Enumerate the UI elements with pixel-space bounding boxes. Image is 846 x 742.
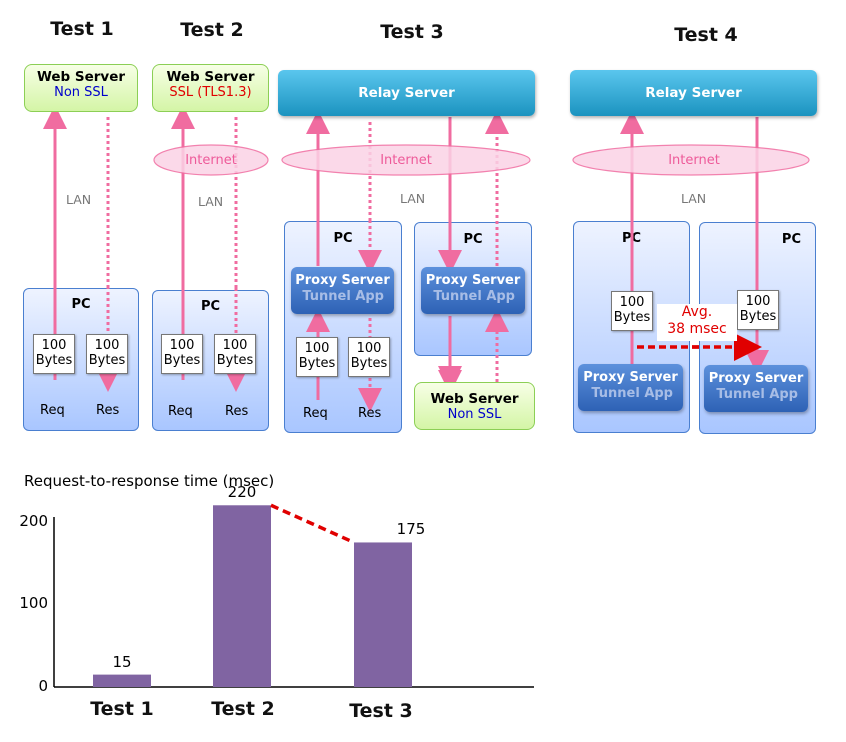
test3-title: Test 3: [380, 21, 444, 43]
t3-res-label: Res: [358, 406, 382, 421]
t2-ssl-label: SSL (TLS1.3): [169, 85, 252, 100]
t3-web-server: Web Server Non SSL: [414, 382, 535, 430]
t1-lan-label: LAN: [66, 192, 92, 207]
t4-internet-label: Internet: [668, 153, 720, 168]
bar-test-3: [354, 542, 412, 687]
t1-pc-label: PC: [71, 297, 91, 312]
t3-non-ssl-label: Non SSL: [447, 407, 502, 422]
y-tick-0: 0: [38, 677, 48, 695]
trend-line: [270, 503, 355, 545]
test2-title: Test 2: [180, 19, 244, 41]
t1-web-server: Web Server Non SSL: [24, 64, 138, 112]
t4-pc2-label: PC: [781, 232, 801, 247]
test1-title: Test 1: [50, 18, 114, 40]
t2-internet-cloud: [153, 144, 269, 176]
t2-res-label: Res: [225, 404, 249, 419]
t4-lan-label: LAN: [681, 191, 707, 206]
t2-req-label: Req: [168, 404, 193, 419]
t3-lan-label: LAN: [400, 191, 426, 206]
response-time-chart: [53, 503, 534, 688]
value-label-test-2: 220: [227, 483, 257, 502]
t3-pc1-label: PC: [333, 231, 353, 246]
chart-title: Request-to-response time (msec): [24, 472, 275, 490]
t2-internet-label: Internet: [185, 153, 237, 168]
category-label-test-1: Test 1: [90, 698, 154, 720]
t4-relay-server: Relay Server: [570, 70, 817, 116]
y-tick-100: 100: [19, 594, 48, 613]
category-label-test-2: Test 2: [211, 698, 275, 720]
value-label-test-1: 15: [112, 652, 132, 671]
t3-req-label: Req: [303, 406, 328, 421]
t3-internet-cloud: [281, 144, 531, 176]
bar-test-1: [93, 674, 151, 687]
t2-web-server: Web Server SSL (TLS1.3): [152, 64, 269, 112]
t4-average-latency: Avg.38 msec: [657, 304, 737, 341]
bar-test-2: [213, 505, 271, 687]
t3-internet-label: Internet: [380, 153, 432, 168]
value-label-test-3: 175: [396, 520, 426, 539]
t3-web-server-label: Web Server: [430, 391, 519, 407]
t1-req-label: Req: [40, 403, 65, 418]
t2-lan-label: LAN: [198, 194, 224, 209]
t1-web-server-label: Web Server: [36, 69, 126, 85]
t3-pc2-label: PC: [463, 232, 483, 247]
t2-pc-label: PC: [200, 299, 221, 314]
t3-relay-server: Relay Server: [278, 70, 535, 116]
t1-non-ssl-label: Non SSL: [54, 85, 108, 100]
t2-web-server-label: Web Server: [166, 69, 255, 85]
t1-res-label: Res: [96, 403, 120, 418]
y-tick-200: 200: [19, 511, 48, 530]
t4-pc1-label: PC: [621, 231, 642, 246]
test4-title: Test 4: [674, 24, 738, 46]
t3-pc1-box: PC: [284, 221, 402, 433]
category-label-test-3: Test 3: [349, 700, 413, 722]
t4-internet-cloud: [572, 144, 810, 176]
